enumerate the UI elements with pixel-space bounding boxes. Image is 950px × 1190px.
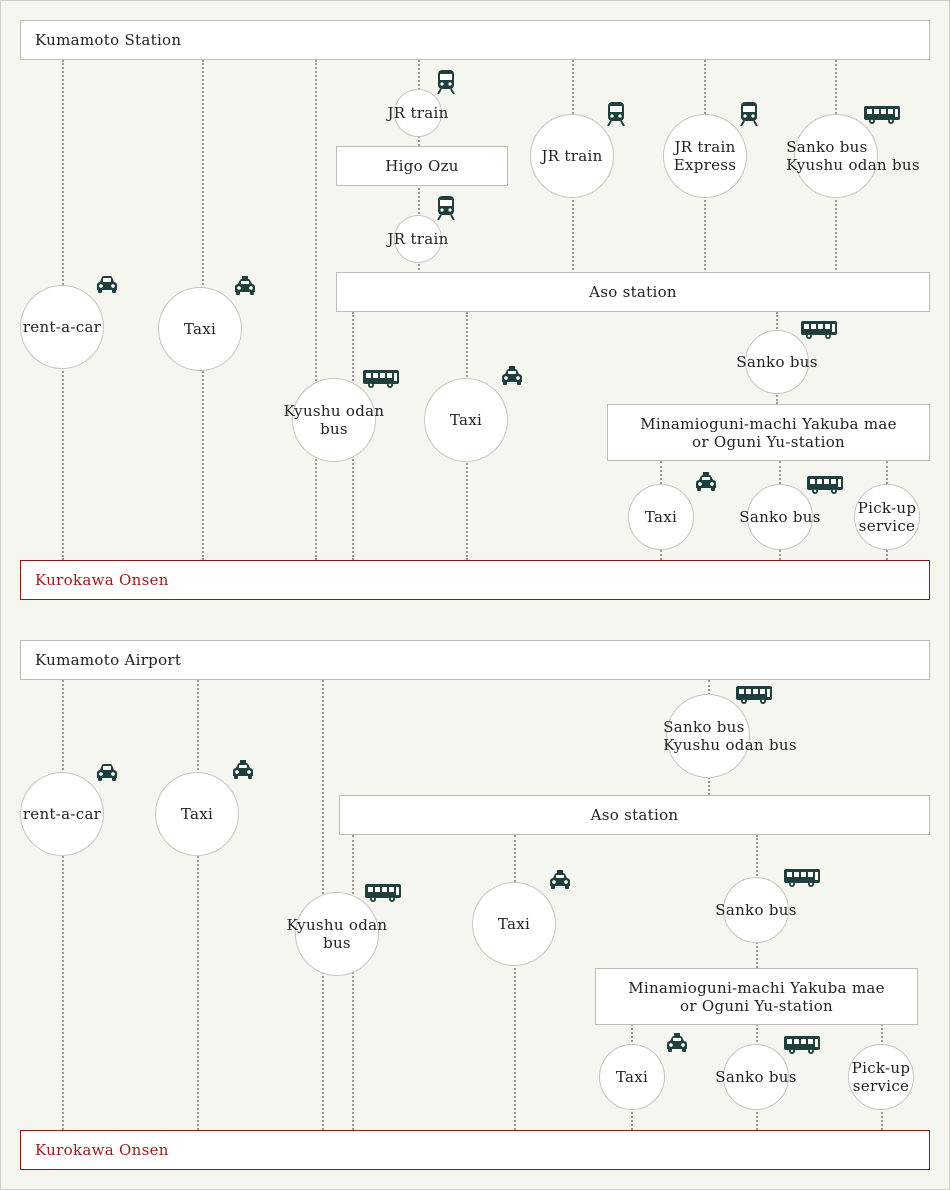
taxi-node: Taxi	[599, 1044, 665, 1110]
route-line	[315, 60, 317, 560]
train-icon	[436, 70, 456, 94]
taxi-icon	[233, 276, 257, 296]
taxi-node: Taxi	[472, 882, 556, 966]
bus-icon	[864, 106, 900, 124]
origin-label: Kumamoto Airport	[35, 651, 182, 669]
bus-icon	[807, 476, 843, 494]
destination-label: Kurokawa Onsen	[35, 1141, 169, 1159]
taxi-icon	[231, 760, 255, 780]
taxi-icon	[665, 1033, 689, 1053]
jr-express-node: JR train Express	[663, 114, 747, 198]
taxi-node: Taxi	[628, 484, 694, 550]
origin-bar: Kumamoto Airport	[20, 640, 930, 680]
route-line	[514, 835, 516, 1130]
sanko-bus-node: Sanko bus	[739, 484, 820, 550]
pick-up-service-node: Pick-up service	[848, 1044, 914, 1110]
node-label: Kyushu odan bus	[286, 916, 388, 952]
node-label: JR train Express	[673, 138, 737, 174]
taxi-icon	[694, 472, 718, 492]
node-label: Sanko bus	[736, 353, 818, 371]
node-label: Aso station	[589, 283, 677, 301]
node-label: Taxi	[497, 915, 531, 933]
route-line	[62, 680, 64, 1130]
aso-station-box: Aso station	[339, 795, 930, 835]
node-label: Taxi	[180, 805, 214, 823]
node-label: Pick-up service	[857, 499, 917, 535]
destination-bar: Kurokawa Onsen	[20, 560, 930, 600]
bus-icon	[784, 1036, 820, 1054]
sanko-bus-node: Sanko bus	[715, 877, 796, 943]
kyushu-odan-node: Kyushu odan bus	[284, 378, 384, 462]
taxi-icon	[548, 870, 572, 890]
aso-station-box: Aso station	[336, 272, 930, 312]
jr-train-node: JR train	[387, 89, 448, 137]
node-label: Sanko bus	[715, 1068, 797, 1086]
node-label: Higo Ozu	[385, 157, 459, 175]
sanko-kyushu-node: Sanko bus Kyushu odan bus	[663, 694, 797, 778]
taxi-icon	[500, 366, 524, 386]
origin-label: Kumamoto Station	[35, 31, 182, 49]
bus-icon	[801, 321, 837, 339]
taxi-node: Taxi	[158, 287, 242, 371]
taxi-node: Taxi	[155, 772, 239, 856]
node-label: Sanko bus Kyushu odan bus	[663, 718, 797, 754]
node-label: Sanko bus	[715, 901, 797, 919]
minamioguni-box: Minamioguni-machi Yakuba mae or Oguni Yu…	[607, 404, 930, 461]
sanko-bus-node: Sanko bus	[715, 1044, 796, 1110]
train-icon	[739, 102, 759, 126]
bus-icon	[365, 884, 401, 902]
jr-train-node: JR train	[530, 114, 614, 198]
bus-icon	[784, 869, 820, 887]
bus-icon	[363, 370, 399, 388]
node-label: Taxi	[449, 411, 483, 429]
kyushu-odan-node: Kyushu odan bus	[287, 892, 387, 976]
car-icon	[95, 762, 119, 782]
destination-bar: Kurokawa Onsen	[20, 1130, 930, 1170]
node-label: Minamioguni-machi Yakuba mae or Oguni Yu…	[628, 978, 885, 1015]
node-label: Taxi	[183, 320, 217, 338]
node-label: Minamioguni-machi Yakuba mae or Oguni Yu…	[640, 414, 897, 451]
pick-up-service-node: Pick-up service	[854, 484, 920, 550]
node-label: JR train	[387, 230, 449, 248]
node-label: Sanko bus Kyushu odan bus	[786, 138, 920, 174]
sanko-kyushu-node: Sanko bus Kyushu odan bus	[786, 114, 920, 198]
sanko-bus-node: Sanko bus	[736, 330, 817, 394]
minamioguni-box: Minamioguni-machi Yakuba mae or Oguni Yu…	[595, 968, 918, 1025]
node-label: rent-a-car	[22, 318, 102, 336]
node-label: Pick-up service	[851, 1059, 911, 1095]
destination-label: Kurokawa Onsen	[35, 571, 169, 589]
node-label: Aso station	[590, 806, 679, 824]
route-line	[352, 835, 354, 1130]
higo-ozu-box: Higo Ozu	[336, 146, 508, 186]
rent-a-car-node: rent-a-car	[20, 285, 104, 369]
route-line	[197, 680, 199, 1130]
node-label: Taxi	[615, 1068, 649, 1086]
node-label: Sanko bus	[739, 508, 821, 526]
node-label: rent-a-car	[22, 805, 102, 823]
origin-bar: Kumamoto Station	[20, 20, 930, 60]
train-icon	[606, 102, 626, 126]
train-icon	[436, 196, 456, 220]
rent-a-car-node: rent-a-car	[20, 772, 104, 856]
node-label: JR train	[541, 147, 603, 165]
bus-icon	[736, 686, 772, 704]
node-label: Kyushu odan bus	[283, 402, 385, 438]
car-icon	[95, 274, 119, 294]
jr-train-node: JR train	[387, 215, 448, 263]
node-label: Taxi	[644, 508, 678, 526]
taxi-node: Taxi	[424, 378, 508, 462]
node-label: JR train	[387, 104, 449, 122]
